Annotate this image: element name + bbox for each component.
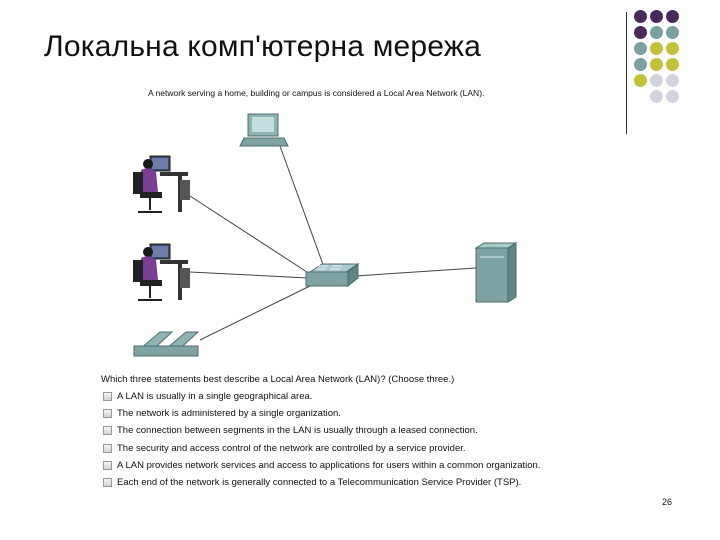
quiz-question: Which three statements best describe a L… bbox=[101, 374, 455, 385]
decorative-dot bbox=[650, 42, 663, 55]
option-label: The network is administered by a single … bbox=[117, 408, 341, 420]
decorative-dot bbox=[650, 90, 663, 103]
checkbox[interactable] bbox=[103, 426, 112, 436]
switch-icon bbox=[305, 262, 360, 288]
page-number: 26 bbox=[662, 497, 673, 507]
decorative-dot bbox=[634, 58, 647, 71]
divider-line bbox=[626, 12, 627, 134]
slide-title: Локальна комп'ютерна мережа bbox=[44, 30, 482, 63]
decorative-dot bbox=[666, 26, 679, 39]
decorative-dot bbox=[634, 42, 647, 55]
checkbox[interactable] bbox=[103, 460, 112, 470]
decorative-dot bbox=[666, 10, 679, 23]
option-label: Each end of the network is generally con… bbox=[117, 477, 522, 489]
link-phone-switch bbox=[199, 284, 313, 341]
checkbox[interactable] bbox=[103, 443, 112, 453]
decorative-dot bbox=[666, 58, 679, 71]
link-switch-server bbox=[354, 267, 477, 277]
quiz-option[interactable]: The network is administered by a single … bbox=[103, 405, 540, 422]
checkbox[interactable] bbox=[103, 409, 112, 419]
decorative-dot bbox=[650, 10, 663, 23]
decorative-dot bbox=[650, 58, 663, 71]
quiz-option[interactable]: Each end of the network is generally con… bbox=[103, 474, 540, 491]
quiz-option[interactable]: The connection between segments in the L… bbox=[103, 422, 540, 439]
link-pc-switch bbox=[279, 145, 326, 271]
decorative-dot bbox=[666, 42, 679, 55]
ip-phone-icon bbox=[132, 331, 200, 357]
option-label: A LAN provides network services and acce… bbox=[117, 459, 541, 471]
decorative-dot bbox=[634, 74, 647, 87]
decorative-dot bbox=[666, 90, 679, 103]
link-user2-switch bbox=[189, 271, 309, 279]
option-label: The security and access control of the n… bbox=[117, 442, 466, 454]
decorative-dot bbox=[634, 10, 647, 23]
desktop-pc-icon bbox=[239, 113, 289, 147]
option-label: The connection between segments in the L… bbox=[117, 425, 478, 437]
checkbox[interactable] bbox=[103, 478, 112, 488]
quiz-options: A LAN is usually in a single geographica… bbox=[103, 388, 540, 491]
checkbox[interactable] bbox=[103, 392, 112, 402]
quiz-option[interactable]: A LAN is usually in a single geographica… bbox=[103, 388, 540, 405]
user-workstation-icon bbox=[133, 243, 190, 301]
option-label: A LAN is usually in a single geographica… bbox=[117, 391, 313, 403]
quiz-option[interactable]: The security and access control of the n… bbox=[103, 440, 540, 457]
decorative-dot bbox=[634, 26, 647, 39]
diagram-caption: A network serving a home, building or ca… bbox=[148, 88, 485, 98]
server-icon bbox=[474, 242, 518, 303]
decorative-dot bbox=[666, 74, 679, 87]
quiz-option[interactable]: A LAN provides network services and acce… bbox=[103, 457, 540, 474]
decorative-dot bbox=[650, 74, 663, 87]
link-user1-switch bbox=[189, 195, 311, 275]
decorative-dot bbox=[650, 26, 663, 39]
user-workstation-icon bbox=[133, 155, 190, 213]
